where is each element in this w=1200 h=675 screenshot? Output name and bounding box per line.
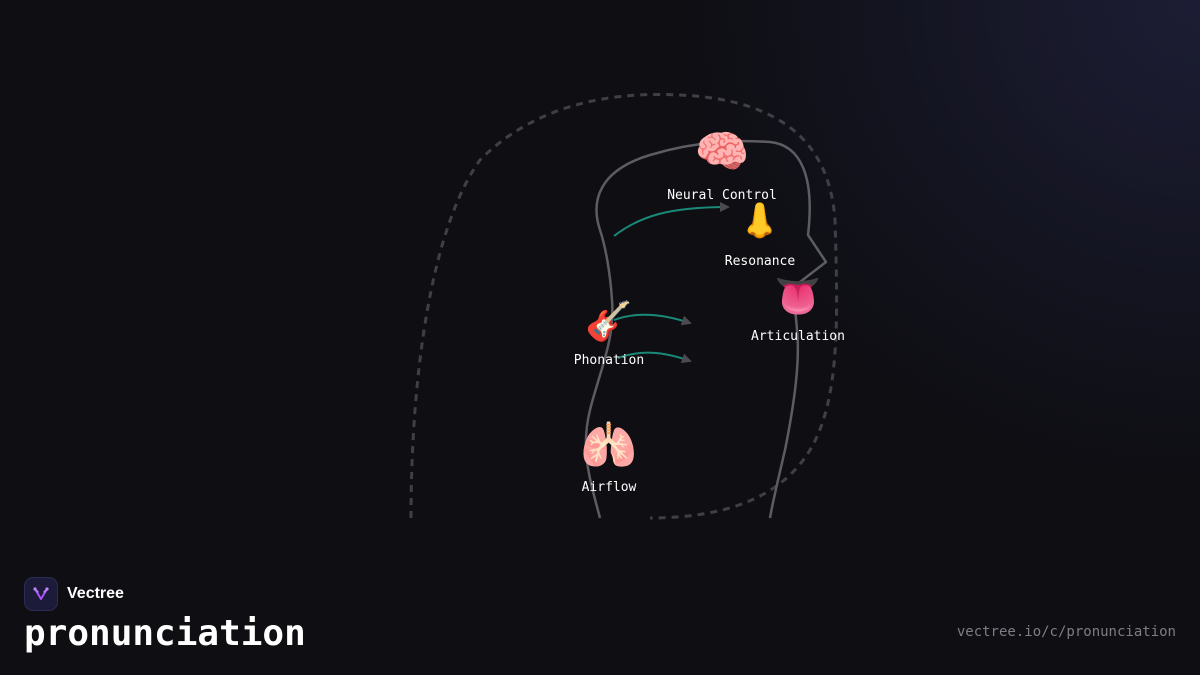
node-label: Neural Control [667,188,777,203]
node-label: Airflow [582,480,637,495]
guitar-icon: 🎸 [585,299,632,344]
page-url[interactable]: vectree.io/c/pronunciation [956,624,1176,640]
brain-icon: 🧠 [695,127,750,178]
node-phonation: 🎸 Phonation [574,299,644,368]
node-label: Resonance [725,254,796,269]
node-label: Articulation [751,329,845,344]
page-title: pronunciation [24,613,306,654]
tongue-icon: 👅 [774,274,821,318]
arrow-phonation-to-articulation-upper [613,313,692,326]
brand-name: Vectree [67,585,124,602]
arrow-to-neural-control [613,202,730,237]
vectree-logo-icon [24,577,58,611]
node-airflow: 🫁 Airflow [580,418,637,495]
lungs-icon: 🫁 [580,418,637,472]
node-neural-control: 🧠 Neural Control [667,127,777,204]
dashed-outline [409,92,839,520]
head-profile-outline [584,139,828,519]
node-resonance: 👃 Resonance [725,201,796,269]
node-articulation: 👅 Articulation [751,274,845,344]
nose-icon: 👃 [739,201,781,241]
node-label: Phonation [574,353,644,368]
brand[interactable]: Vectree [24,577,124,611]
arrow-phonation-to-articulation-lower [617,351,692,364]
